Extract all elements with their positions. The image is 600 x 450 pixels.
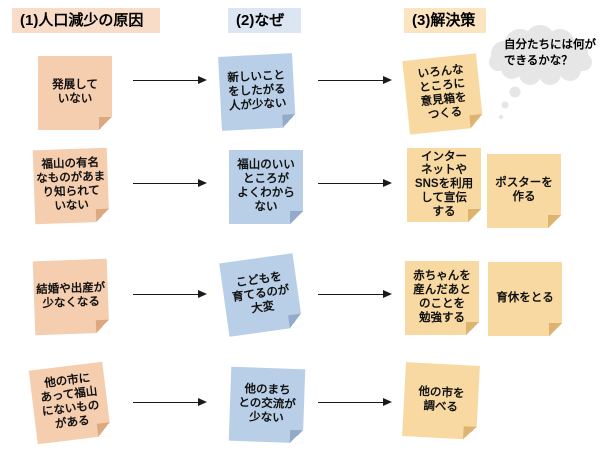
arrow-row2-why-to-solution	[318, 179, 392, 188]
note-solution-row4: 他の市を 調べる	[402, 362, 480, 440]
note-solution-row2-a: インター ネットや SNSを利用 して宣伝 する	[407, 148, 481, 222]
arrow-row4-cause-to-why	[133, 398, 207, 407]
note-solution-row3-b: 育休をとる	[488, 262, 562, 336]
arrow-row3-why-to-solution	[318, 290, 392, 299]
note-solution-row2-b: ポスターを 作る	[487, 154, 561, 228]
note-solution-row3-a: 赤ちゃんを 産んだあと のことを 勉強する	[405, 261, 479, 335]
arrow-row2-cause-to-why	[133, 179, 207, 188]
note-solution-row1: いろんな ところに 意見箱を つくる	[402, 53, 484, 135]
note-why-row1: 新しいこと をしたがる 人が少ない	[218, 53, 296, 131]
column-header-solutions: (3)解決策	[404, 8, 486, 33]
note-why-row2: 福山のいい ところが よくわから ない	[229, 150, 303, 224]
arrow-row1-cause-to-why	[133, 76, 207, 85]
arrow-row1-why-to-solution	[318, 76, 392, 85]
thought-bubble-text: 自分たちには何が できるかな？	[504, 39, 596, 68]
arrow-row4-why-to-solution	[318, 398, 392, 407]
note-cause-row2: 福山の有名 なものがあま り知られて いない	[32, 147, 110, 225]
note-cause-row3: 結婚や出産が 少なくなる	[32, 258, 110, 336]
note-cause-row4: 他の市に あって福山 にないもの がある	[28, 361, 112, 445]
column-header-why: (2)なぜ	[228, 8, 301, 33]
arrow-row3-cause-to-why	[133, 290, 207, 299]
thought-bubble-cloud-icon	[489, 25, 592, 120]
note-why-row4: 他のまち との交流が 少ない	[228, 366, 306, 444]
note-cause-row1: 発展して いない	[38, 56, 112, 130]
column-header-causes: (1)人口減少の原因	[12, 8, 160, 33]
note-why-row3: こどもを 育てるのが 大変	[219, 253, 303, 337]
